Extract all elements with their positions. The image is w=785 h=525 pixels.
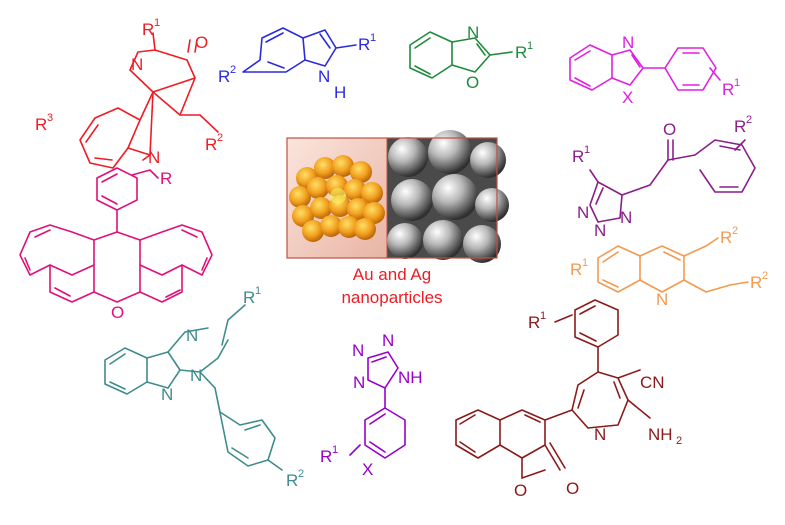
gold-cluster-graphic <box>289 155 385 242</box>
benzazole-r1-label: R <box>722 80 734 99</box>
coumarin-pyridine-labels: R 1 CN NH 2 N O O <box>514 310 682 500</box>
quinoline-r2a-sup: 2 <box>732 225 738 237</box>
tetrazole-labels: N N N NH R 1 X <box>320 331 423 479</box>
benzazole-labels: N X R 1 <box>622 33 740 107</box>
caption-line-2: nanoparticles <box>341 288 442 307</box>
tetrazole-r1-sup: 1 <box>332 444 338 456</box>
spiro-o-label: O <box>195 33 208 52</box>
xanthene-structure <box>19 167 213 303</box>
caption-line-1: Au and Ag <box>353 265 431 284</box>
triazole-r2-label: R <box>734 117 746 136</box>
indole-r2-sup: 2 <box>230 64 236 76</box>
spiro-pyrrolidinone-structure <box>79 32 219 169</box>
spiro-labels: R 1 O N N R 2 R 3 <box>35 17 223 167</box>
pyridine-o2-label: O <box>566 479 579 498</box>
tetrazole-n1-label: N <box>352 341 364 360</box>
coumarin-pyridine-structure <box>455 299 651 479</box>
pyrimidoindazole-structure <box>104 304 283 471</box>
pyridine-nh2-sub: 2 <box>676 435 682 447</box>
indole-labels: R 2 R 1 N H <box>218 32 376 102</box>
quinoline-r1-label: R <box>570 260 582 279</box>
indole-n-label: N <box>318 67 330 86</box>
spiro-n1-label: N <box>131 55 143 74</box>
spiro-r2-label: R <box>205 135 217 154</box>
triazole-r1-label: R <box>572 147 584 166</box>
benzoxazole-structure <box>409 31 513 79</box>
tetrazole-nh-label: NH <box>398 368 423 387</box>
quinoline-labels: R 1 R 2 R 2 N <box>570 225 768 309</box>
benzoxazole-labels: N O R 1 <box>466 23 533 92</box>
benzazole-r1-sup: 1 <box>734 77 740 89</box>
tetrazole-x-label: X <box>362 460 373 479</box>
pyridine-cn-label: CN <box>640 373 665 392</box>
spiro-r1-label: R <box>142 20 154 39</box>
xanthene-labels: R O <box>111 169 172 322</box>
pyridine-nh2-label: NH <box>648 425 673 444</box>
silver-spheres-graphic <box>387 130 509 263</box>
spiro-r3-label: R <box>35 115 47 134</box>
quinoline-r2a-label: R <box>720 228 732 247</box>
xanthene-r-label: R <box>160 169 172 188</box>
tetrazole-r1-label: R <box>320 447 332 466</box>
nanoparticle-image <box>286 130 509 263</box>
indole-r2-label: R <box>218 67 230 86</box>
pyridine-r1-sup: 1 <box>540 310 546 322</box>
benzazole-structure <box>569 44 721 91</box>
quinoline-r1-sup: 1 <box>582 257 588 269</box>
pyrimidoindazole-n3-label: N <box>161 385 173 404</box>
tetrazole-n3-label: N <box>353 373 365 392</box>
quinoline-r2b-label: R <box>750 273 762 292</box>
pyrimidoindazole-labels: R 1 R 2 N N N <box>161 285 304 490</box>
spiro-r2-sup: 2 <box>217 132 223 144</box>
triazole-structure <box>589 139 756 223</box>
benzoxazole-r1-label: R <box>515 43 527 62</box>
indole-structure <box>242 27 357 73</box>
benzazole-n-label: N <box>622 33 634 52</box>
triazole-n1-label: N <box>577 203 589 222</box>
triazole-n2-label: N <box>594 221 606 240</box>
pyrimidoindazole-n1-label: N <box>186 326 198 345</box>
quinoline-structure <box>597 237 749 293</box>
triazole-labels: R 1 R 2 O N N N <box>572 114 752 240</box>
pyridine-n-label: N <box>594 425 606 444</box>
pyridine-r1-label: R <box>528 313 540 332</box>
pyrimidoindazole-r2-sup: 2 <box>298 468 304 480</box>
indole-h-label: H <box>334 83 346 102</box>
triazole-r2-sup: 2 <box>746 114 752 126</box>
triazole-o-label: O <box>663 120 676 139</box>
pyrimidoindazole-r2-label: R <box>286 471 298 490</box>
tetrazole-structure <box>349 351 406 459</box>
pyrimidoindazole-r1-label: R <box>243 288 255 307</box>
spiro-r1-sup: 1 <box>154 17 160 29</box>
indole-r1-label: R <box>358 35 370 54</box>
pyrimidoindazole-r1-sup: 1 <box>255 285 261 297</box>
triazole-n3-label: N <box>620 208 632 227</box>
spiro-r3-sup: 3 <box>47 112 53 124</box>
benzazole-x-label: X <box>622 88 633 107</box>
benzoxazole-o-label: O <box>466 73 479 92</box>
benzoxazole-r1-sup: 1 <box>527 40 533 52</box>
benzoxazole-n-label: N <box>467 23 479 42</box>
triazole-r1-sup: 1 <box>584 144 590 156</box>
indole-r1-sup: 1 <box>370 32 376 44</box>
quinoline-r2b-sup: 2 <box>762 270 768 282</box>
spiro-n2-label: N <box>148 148 160 167</box>
xanthene-o-label: O <box>111 303 124 322</box>
quinoline-n-label: N <box>656 290 668 309</box>
pyrimidoindazole-n2-label: N <box>190 366 202 385</box>
pyridine-o1-label: O <box>514 481 527 500</box>
tetrazole-n2-label: N <box>382 331 394 350</box>
